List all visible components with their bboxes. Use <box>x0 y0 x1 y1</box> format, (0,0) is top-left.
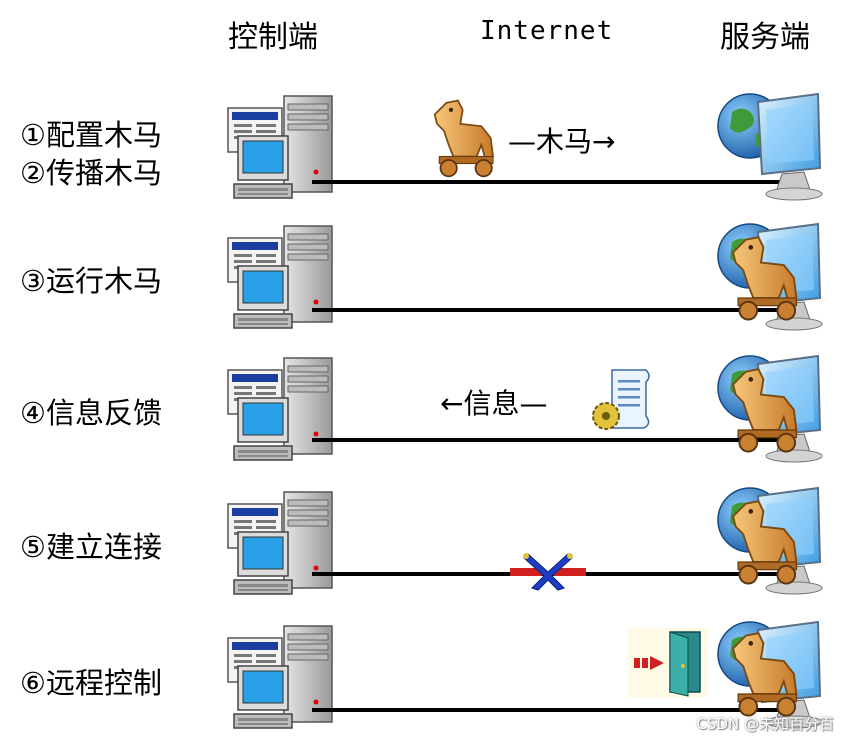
trojan-horse-icon <box>728 498 804 588</box>
client-computer-icon <box>226 488 336 600</box>
connection-line <box>312 308 782 312</box>
connection-line <box>312 438 782 442</box>
trojan-horse-icon <box>728 234 804 324</box>
trojan-horse-icon <box>728 630 804 720</box>
header-internet: Internet <box>480 16 614 46</box>
connection-line <box>312 180 782 184</box>
door-entry-icon <box>628 628 708 698</box>
document-gear-icon <box>592 369 650 430</box>
client-computer-icon <box>226 222 336 334</box>
step-3-label: ③运行木马 <box>20 264 162 298</box>
server-computer-icon <box>712 90 824 202</box>
step-1-label: ①配置木马 <box>20 118 162 152</box>
watermark: CSDN @未知百分百 <box>696 715 834 733</box>
header-client: 控制端 <box>228 20 318 55</box>
client-computer-icon <box>226 622 336 734</box>
step-2-label: ②传播木马 <box>20 156 162 190</box>
connection-line <box>312 708 782 712</box>
step-6-label: ⑥远程控制 <box>20 666 162 700</box>
info-transfer-label: ←信息— <box>440 387 548 420</box>
connection-plug-icon <box>510 553 586 591</box>
client-computer-icon <box>226 92 336 204</box>
header-server: 服务端 <box>720 20 810 55</box>
step-4-label: ④信息反馈 <box>20 396 162 430</box>
step-5-label: ⑤建立连接 <box>20 530 162 564</box>
trojan-transfer-label: —木马→ <box>508 125 616 158</box>
trojan-horse-icon <box>430 98 500 180</box>
client-computer-icon <box>226 354 336 466</box>
trojan-horse-icon <box>728 366 804 456</box>
